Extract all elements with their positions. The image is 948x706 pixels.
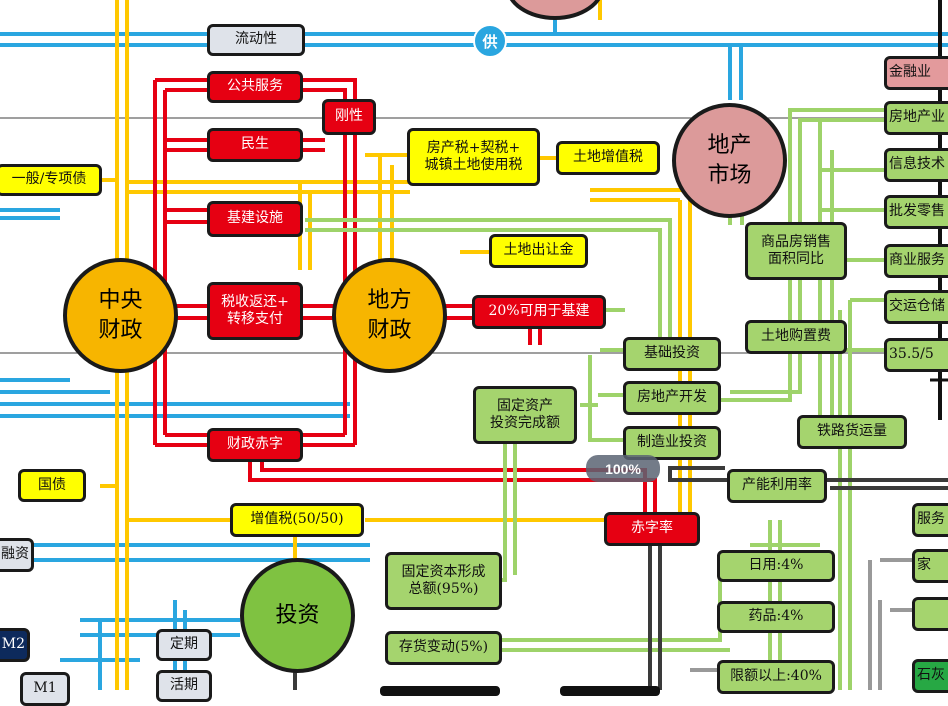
investment-node: 投资	[240, 558, 355, 673]
bottom-partial-box-2	[560, 686, 660, 696]
financing-node: 融资	[0, 538, 34, 572]
fixed-asset-investment-node: 固定资产 投资完成额	[473, 386, 577, 444]
finance-sector-node: 金融业	[884, 56, 948, 90]
fiscal-deficit-node: 财政赤字	[207, 428, 303, 462]
tax-rebate-transfer-node: 税收返还+ 转移支付	[207, 282, 303, 340]
info-tech-node: 信息技术	[884, 148, 948, 182]
railway-freight-node: 铁路货运量	[797, 415, 907, 449]
infrastructure-node: 基建设施	[207, 201, 303, 237]
land-transfer-node: 土地出让金	[489, 234, 588, 268]
right-partial-node	[912, 597, 948, 631]
land-vat-node: 土地增值税	[556, 141, 660, 175]
zoom-level-indicator[interactable]: 100%	[586, 455, 660, 482]
general-special-debt-node: 一般/专项债	[0, 164, 102, 196]
local-fiscal-node: 地方 财政	[332, 258, 447, 373]
inventory-change-node: 存货变动(5%)	[385, 631, 502, 665]
real-estate-development-node: 房地产开发	[623, 381, 721, 415]
manufacturing-investment-node: 制造业投资	[623, 426, 721, 460]
infra-investment-node: 基础投资	[623, 337, 721, 371]
gross-capital-formation-node: 固定资本形成 总额(95%)	[385, 552, 502, 610]
land-purchase-cost-node: 土地购置费	[745, 320, 847, 354]
fixed-term-node: 定期	[156, 629, 212, 661]
service-node: 服务	[912, 503, 948, 537]
national-debt-node: 国债	[18, 469, 86, 502]
capacity-utilization-node: 产能利用率	[727, 469, 827, 503]
wholesale-retail-node: 批发零售	[884, 195, 948, 229]
bottom-partial-box	[380, 686, 500, 696]
business-service-node: 商业服务	[884, 244, 948, 278]
public-service-node: 公共服务	[207, 71, 303, 103]
commercial-housing-sales-node: 商品房销售 面积同比	[745, 222, 847, 280]
home-node: 家	[912, 549, 948, 583]
transport-storage-node: 交运仓储	[884, 290, 948, 324]
deficit-ratio-node: 赤字率	[604, 512, 700, 546]
supply-badge: 供	[473, 24, 507, 58]
property-tax-node: 房产税+契税+ 城镇土地使用税	[407, 128, 540, 186]
real-estate-market-node: 地产 市场	[672, 103, 787, 218]
livelihood-node: 民生	[207, 128, 303, 162]
vat-node: 增值税(50/50)	[230, 503, 364, 537]
real-estate-sector-node: 房地产业	[884, 101, 948, 135]
liquidity-node: 流动性	[207, 24, 305, 56]
stone-node: 石灰	[912, 659, 948, 693]
demand-node: 活期	[156, 670, 212, 702]
m1-node: M1	[20, 672, 70, 706]
daily-use-node: 日用:4%	[717, 550, 835, 582]
ratio-35-5-node: 35.5/5	[884, 338, 948, 372]
m2-node: M2	[0, 628, 30, 662]
central-fiscal-node: 中央 财政	[63, 258, 178, 373]
rigidity-node: 刚性	[322, 99, 376, 135]
infra-20pct-node: 20%可用于基建	[472, 295, 606, 329]
above-quota-node: 限额以上:40%	[717, 660, 835, 694]
medicine-node: 药品:4%	[717, 601, 835, 633]
